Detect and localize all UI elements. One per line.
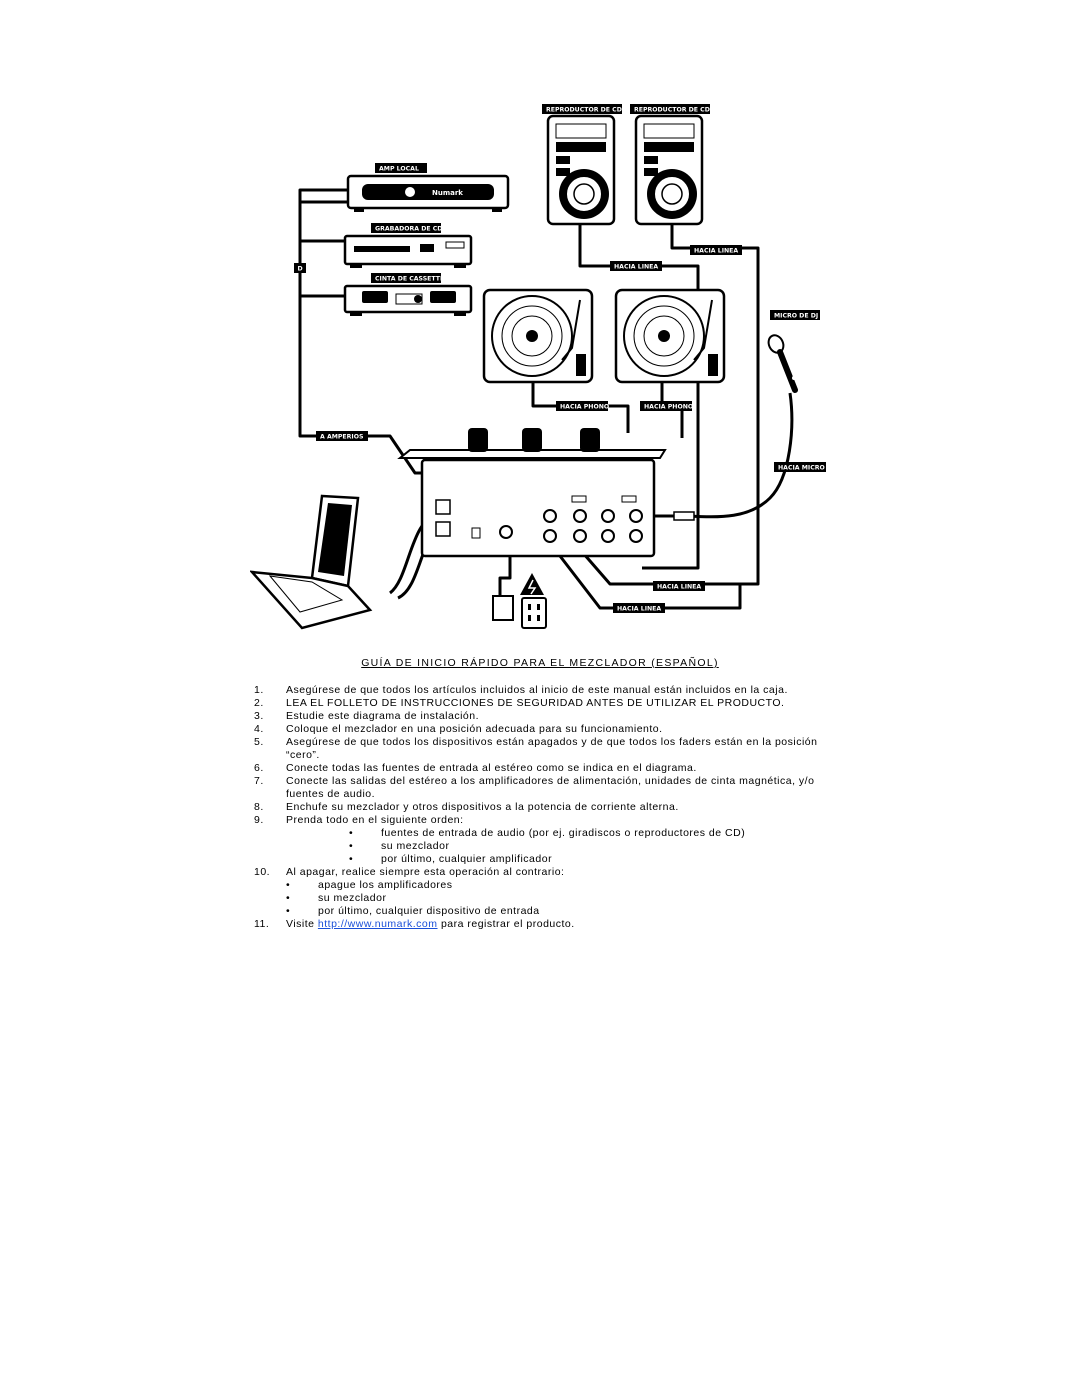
turntable-2 (614, 288, 726, 384)
cd-player-2 (634, 114, 704, 226)
svg-text:REPRODUCTOR DE CD: REPRODUCTOR DE CD (546, 107, 622, 114)
label-micro-dj: MICRO DE DJ (770, 310, 820, 320)
label-grabadora: GRABADORA DE CD (371, 223, 442, 233)
step-5: 5.Asegúrese de que todos los dispositivo… (254, 736, 818, 761)
dj-microphone (767, 334, 798, 393)
step-10: 10.Al apagar, realice siempre esta opera… (254, 866, 565, 878)
step-11: 11.Visite http://www.numark.com para reg… (254, 918, 575, 930)
step10-bullet-2: •su mezclador (286, 892, 387, 904)
step10-bullet-3: •por último, cualquier dispositivo de en… (286, 905, 540, 917)
label-cd2: REPRODUCTOR DE CD (630, 104, 710, 114)
label-hacia-linea-out1: HACIA LINEA (653, 581, 705, 591)
svg-text:GRABADORA DE CD: GRABADORA DE CD (375, 226, 442, 233)
svg-text:CINTA DE CASSETTE: CINTA DE CASSETTE (375, 276, 444, 283)
svg-text:HACIA MICRO: HACIA MICRO (778, 465, 825, 472)
power-outlet (492, 573, 547, 629)
guide-title: GUÍA DE INICIO RÁPIDO PARA EL MEZCLADOR … (361, 657, 719, 669)
label-d-tag: D (294, 263, 306, 273)
step9-bullet-2: •su mezclador (349, 840, 450, 852)
step-3: 3.Estudie este diagrama de instalación. (254, 710, 480, 722)
svg-text:REPRODUCTOR DE CD: REPRODUCTOR DE CD (634, 107, 710, 114)
svg-text:HACIA LINEA: HACIA LINEA (617, 606, 661, 613)
label-hacia-linea-out2: HACIA LINEA (613, 603, 665, 613)
numark-website-link[interactable]: http://www.numark.com (317, 918, 438, 930)
amp-brand: Numark (432, 189, 463, 197)
step10-bullet-1: •apague los amplificadores (286, 879, 453, 891)
svg-text:HACIA LINEA: HACIA LINEA (657, 584, 701, 591)
svg-text:AMP LOCAL: AMP LOCAL (379, 166, 419, 173)
steps-list: 1.Asegúrese de que todos los artículos i… (254, 684, 834, 931)
cd-player-1 (546, 114, 616, 226)
svg-text:MICRO DE DJ: MICRO DE DJ (774, 313, 818, 320)
svg-text:D: D (298, 266, 303, 273)
local-amplifier: Numark (346, 174, 510, 212)
laptop (250, 494, 373, 630)
label-cd1: REPRODUCTOR DE CD (542, 104, 622, 114)
setup-diagram: Numark (250, 104, 826, 630)
svg-text:A AMPERIOS: A AMPERIOS (320, 434, 363, 441)
svg-text:HACIA LINEA: HACIA LINEA (694, 248, 738, 255)
label-a-amperios: A AMPERIOS (316, 431, 368, 441)
svg-text:HACIA LINEA: HACIA LINEA (614, 264, 658, 271)
label-cassette: CINTA DE CASSETTE (371, 273, 444, 283)
cd-recorder (343, 234, 473, 268)
svg-text:HACIA PHONO: HACIA PHONO (560, 404, 609, 411)
label-hacia-phono-2: HACIA PHONO (640, 401, 693, 411)
step-2: 2.LEA EL FOLLETO DE INSTRUCCIONES DE SEG… (254, 697, 785, 709)
step-7: 7.Conecte las salidas del estéreo a los … (254, 775, 815, 800)
turntable-1 (482, 288, 594, 384)
label-hacia-micro: HACIA MICRO (774, 462, 826, 472)
step9-bullet-1: •fuentes de entrada de audio (por ej. gi… (349, 827, 746, 839)
step-4: 4.Coloque el mezclador en una posición a… (254, 723, 663, 735)
step9-bullet-3: •por último, cualquier amplificador (349, 853, 553, 865)
label-hacia-phono-1: HACIA PHONO (556, 401, 609, 411)
step-1: 1.Asegúrese de que todos los artículos i… (254, 684, 788, 696)
step-8: 8.Enchufe su mezclador y otros dispositi… (254, 801, 679, 813)
step-9: 9.Prenda todo en el siguiente orden: (254, 814, 464, 826)
svg-text:HACIA PHONO: HACIA PHONO (644, 404, 693, 411)
label-amp-local: AMP LOCAL (375, 163, 427, 173)
cassette-deck (343, 284, 473, 316)
mixer (397, 428, 695, 558)
step-6: 6.Conecte todas las fuentes de entrada a… (254, 762, 697, 774)
label-hacia-linea-cd2: HACIA LINEA (690, 245, 742, 255)
label-hacia-linea-cd1: HACIA LINEA (610, 261, 662, 271)
